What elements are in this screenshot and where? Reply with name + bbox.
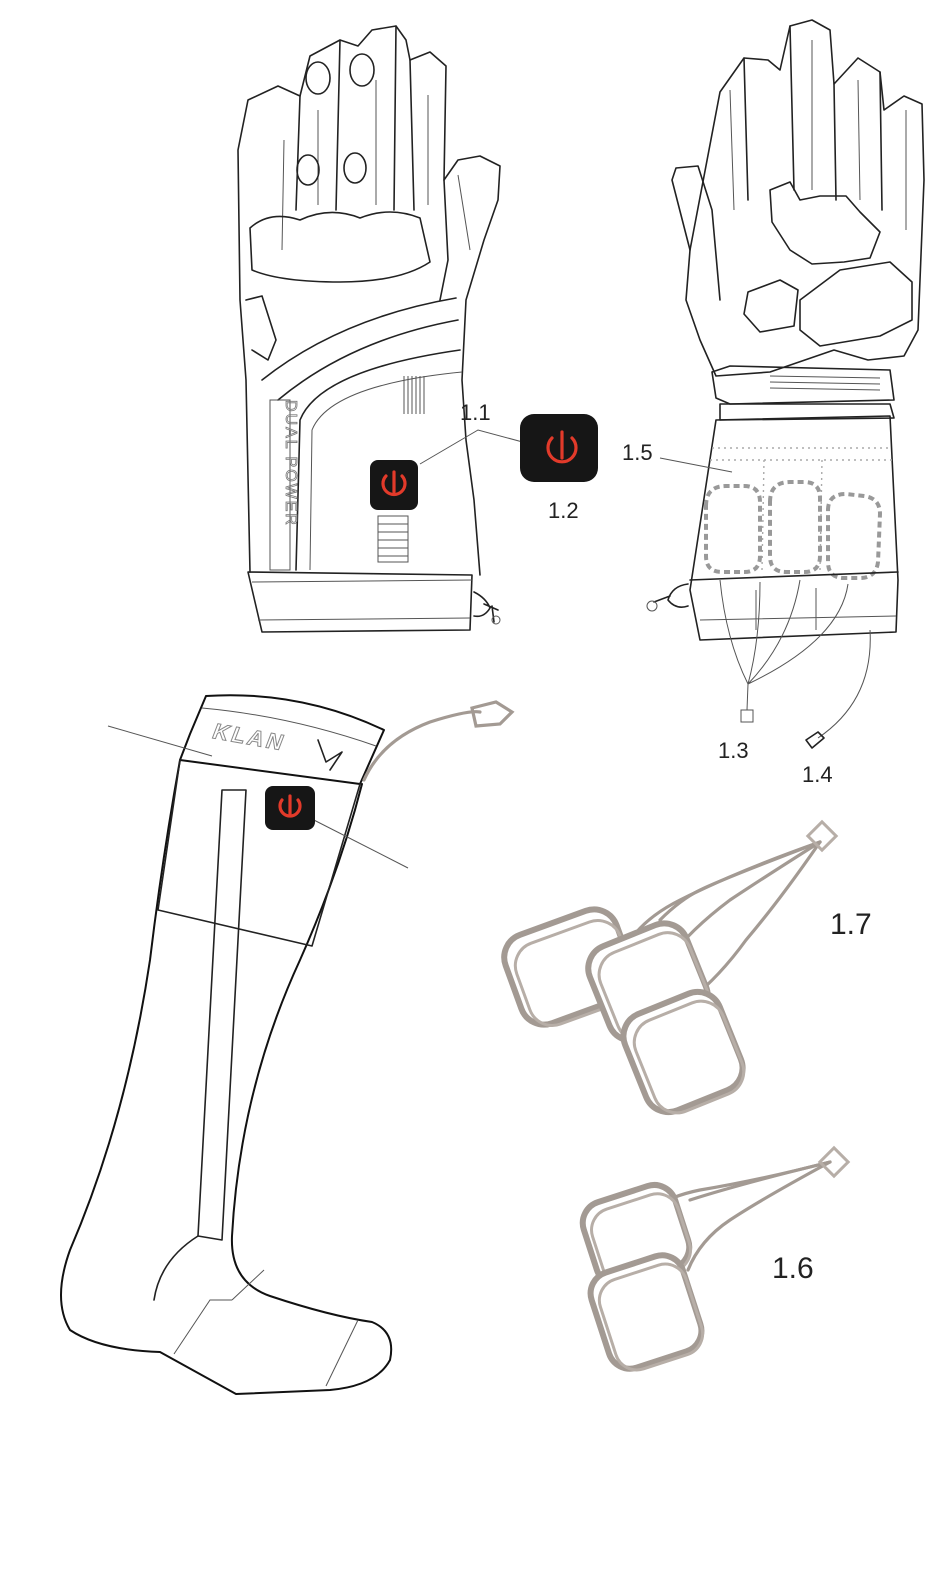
callout-1-7: 1.7 (830, 908, 872, 941)
glove-brand-text: DUAL POWER (282, 400, 299, 527)
sock-brand-logo: KLAN (211, 718, 287, 755)
callout-1-3: 1.3 (718, 738, 749, 763)
glove-back-view: DUAL POWER (238, 26, 500, 632)
callout-1-4: 1.4 (802, 762, 833, 787)
glove-palm-view (647, 20, 924, 748)
callout-group-power-button: 1.1 1.2 (420, 400, 598, 523)
callout-1-6: 1.6 (772, 1252, 814, 1285)
glove-power-button (370, 460, 418, 510)
callout-1-2: 1.2 (548, 498, 579, 523)
callout-1-1: 1.1 (460, 400, 491, 425)
sock-power-button (265, 786, 315, 830)
heating-pad-three-element (497, 822, 836, 1120)
callout-group-heating-area: 1.5 (622, 440, 732, 472)
power-button-detail-icon (520, 414, 598, 482)
heated-sock: KLAN (61, 695, 512, 1394)
callout-1-5: 1.5 (622, 440, 653, 465)
